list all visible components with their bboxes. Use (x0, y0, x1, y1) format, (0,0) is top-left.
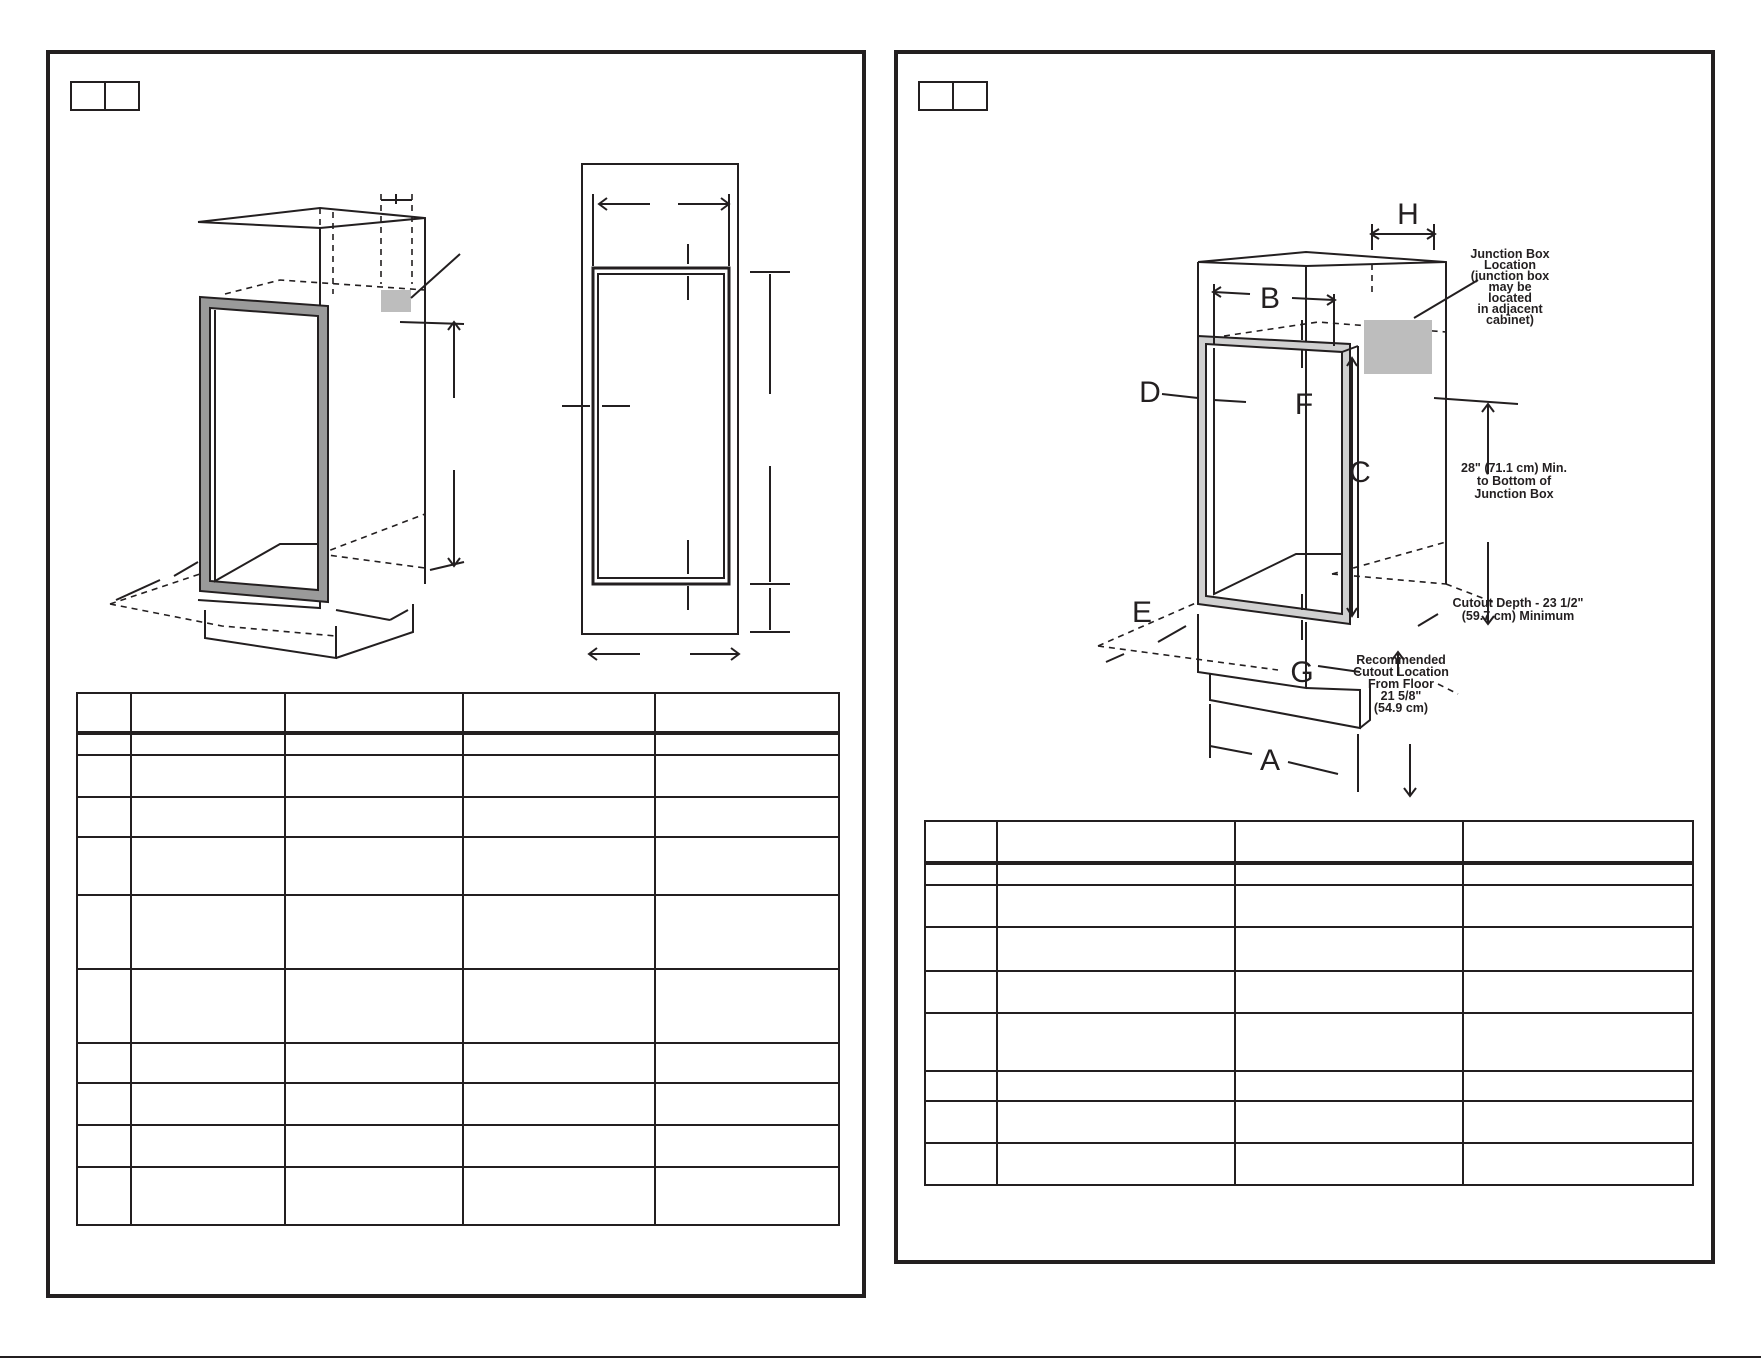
right-installation-panel: H B D F C E G A Junction Box Location (j… (894, 50, 1715, 1264)
table-row (924, 884, 1694, 928)
label-b: B (1260, 282, 1280, 315)
door-frame (199, 295, 329, 604)
table-row (76, 796, 840, 838)
wall-oven-cabinet-diagram: H B D F C E G A Junction Box Location (j… (1097, 198, 1584, 798)
cutout-location-note: Recommended Cutout Location From Floor 2… (1353, 653, 1449, 715)
svg-text:(59.7 cm) Minimum: (59.7 cm) Minimum (1462, 609, 1575, 623)
label-h: H (1397, 198, 1419, 231)
junction-box (1364, 320, 1432, 374)
figure-number-box (70, 81, 140, 111)
label-d: D (1139, 376, 1161, 409)
svg-text:Recommended: Recommended (1356, 653, 1446, 667)
table-row (76, 754, 840, 798)
single-cabinet-diagram (109, 163, 790, 661)
table-row (76, 968, 840, 1044)
label-e: E (1132, 596, 1152, 629)
svg-text:cabinet): cabinet) (1486, 313, 1534, 327)
table-header-row (76, 692, 840, 735)
table-row (76, 732, 840, 756)
label-g: G (1290, 656, 1313, 689)
table-row (924, 1100, 1694, 1144)
label-c: C (1349, 456, 1371, 489)
label-a: A (1260, 744, 1280, 777)
table-row (924, 970, 1694, 1014)
svg-text:(junction box: (junction box (1471, 269, 1550, 283)
junction-box (381, 290, 411, 312)
junction-box-note: Junction Box Location (junction box may … (1470, 247, 1549, 327)
oven-cutout-frame (1197, 334, 1359, 626)
svg-text:Cutout Depth - 23 1/2": Cutout Depth - 23 1/2" (1453, 596, 1584, 610)
table-header-row (924, 820, 1694, 865)
figure-number-box (918, 81, 988, 111)
svg-text:located: located (1488, 291, 1532, 305)
left-dimension-table (76, 692, 840, 1226)
svg-text:Cutout Location: Cutout Location (1353, 665, 1449, 679)
svg-text:(54.9 cm): (54.9 cm) (1374, 701, 1428, 715)
svg-text:may be: may be (1488, 280, 1531, 294)
table-row (76, 894, 840, 970)
table-row (924, 926, 1694, 972)
dimension-arrows (1105, 224, 1519, 798)
minimum-height-note: 28" (71.1 cm) Min. to Bottom of Junction… (1461, 461, 1567, 501)
cutout-depth-note: Cutout Depth - 23 1/2" (59.7 cm) Minimum (1453, 596, 1584, 623)
svg-text:21 5/8": 21 5/8" (1381, 689, 1422, 703)
table-row (76, 1042, 840, 1084)
table-row (76, 1082, 840, 1126)
dimension-arrows (115, 194, 465, 621)
table-row (924, 1142, 1694, 1186)
table-row (924, 862, 1694, 886)
table-row (76, 1124, 840, 1168)
svg-text:Junction Box: Junction Box (1470, 247, 1549, 261)
svg-text:Junction Box: Junction Box (1474, 487, 1553, 501)
svg-text:to Bottom of: to Bottom of (1477, 474, 1552, 488)
svg-text:28" (71.1 cm) Min.: 28" (71.1 cm) Min. (1461, 461, 1567, 475)
right-dimension-table (924, 820, 1694, 1186)
table-row (924, 1012, 1694, 1072)
table-row (76, 836, 840, 896)
page-bottom-rule (0, 1356, 1761, 1358)
label-f: F (1295, 388, 1313, 421)
svg-text:Location: Location (1484, 258, 1536, 272)
svg-text:in adjacent: in adjacent (1477, 302, 1543, 316)
front-elevation (562, 163, 790, 661)
table-row (924, 1070, 1694, 1102)
table-row (76, 1166, 840, 1226)
svg-text:From Floor: From Floor (1368, 677, 1434, 691)
left-installation-panel (46, 50, 866, 1298)
